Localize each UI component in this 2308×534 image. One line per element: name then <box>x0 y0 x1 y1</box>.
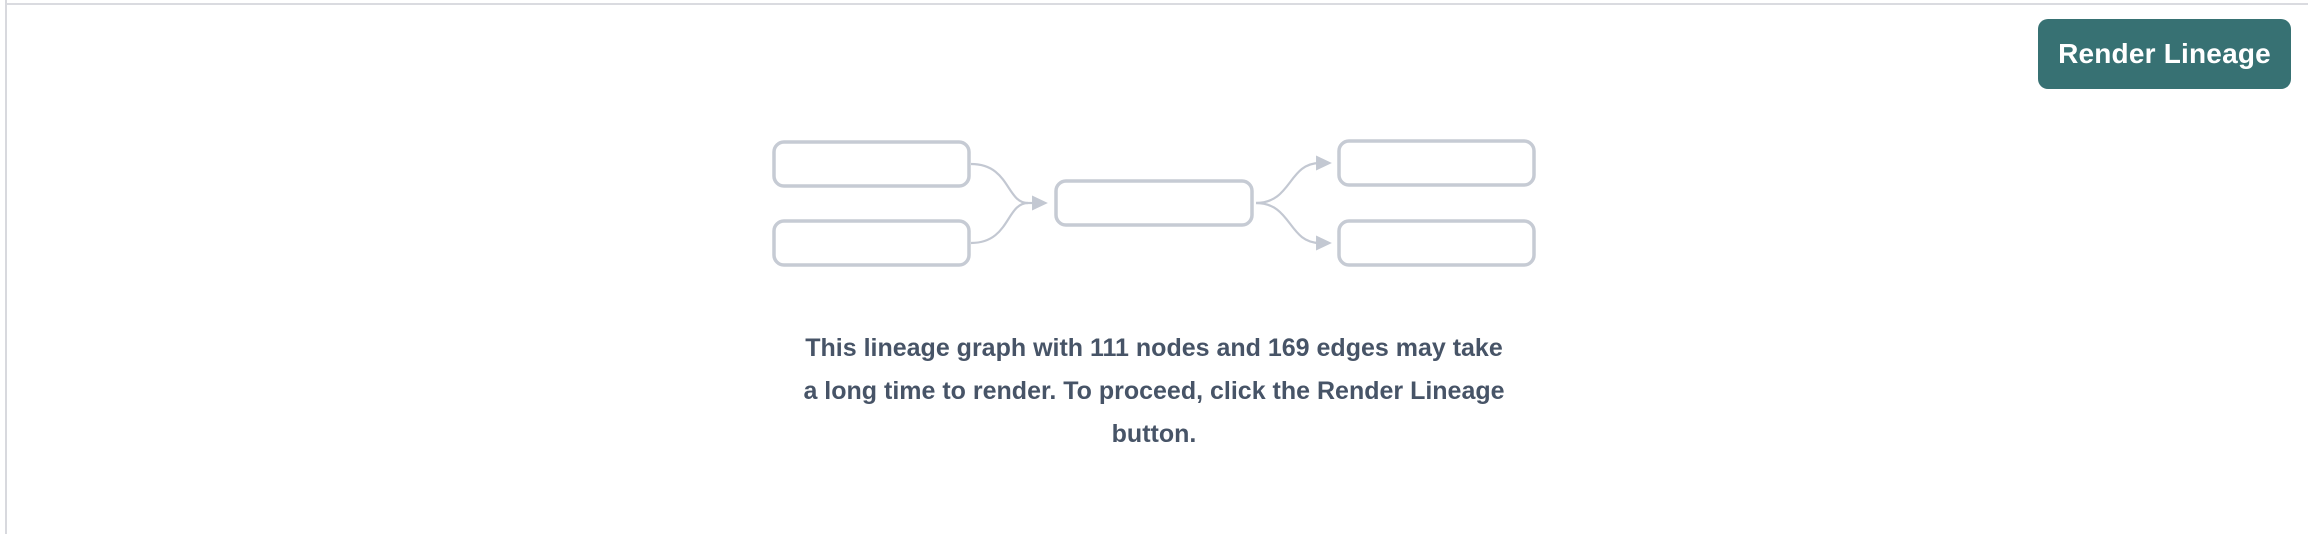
lineage-placeholder-content: This lineage graph with 111 nodes and 16… <box>704 139 1604 456</box>
message-line-2: a long time to render. To proceed, click… <box>803 377 1505 405</box>
edge-left-bottom <box>970 201 1029 245</box>
graph-node-placeholder <box>772 140 971 188</box>
graph-node-placeholder <box>1054 179 1254 227</box>
edge-right-bottom <box>1255 201 1332 251</box>
graph-node-placeholder <box>1337 139 1536 187</box>
edge-right-top <box>1255 155 1332 205</box>
message-line-3: button. <box>1111 420 1197 448</box>
panel-left-divider <box>5 0 7 534</box>
lineage-graph-illustration <box>772 139 1536 267</box>
edge-left-top <box>970 162 1029 205</box>
graph-node-placeholder <box>1337 219 1536 267</box>
message-line-1: This lineage graph with 111 nodes and 16… <box>805 334 1503 362</box>
render-lineage-button[interactable]: Render Lineage <box>2038 19 2291 89</box>
graph-node-placeholder <box>772 219 971 267</box>
graph-nodes <box>772 139 1536 267</box>
panel-top-divider <box>5 3 2308 5</box>
graph-edges <box>970 155 1332 251</box>
lineage-warning-message: This lineage graph with 111 nodes and 16… <box>704 327 1604 456</box>
